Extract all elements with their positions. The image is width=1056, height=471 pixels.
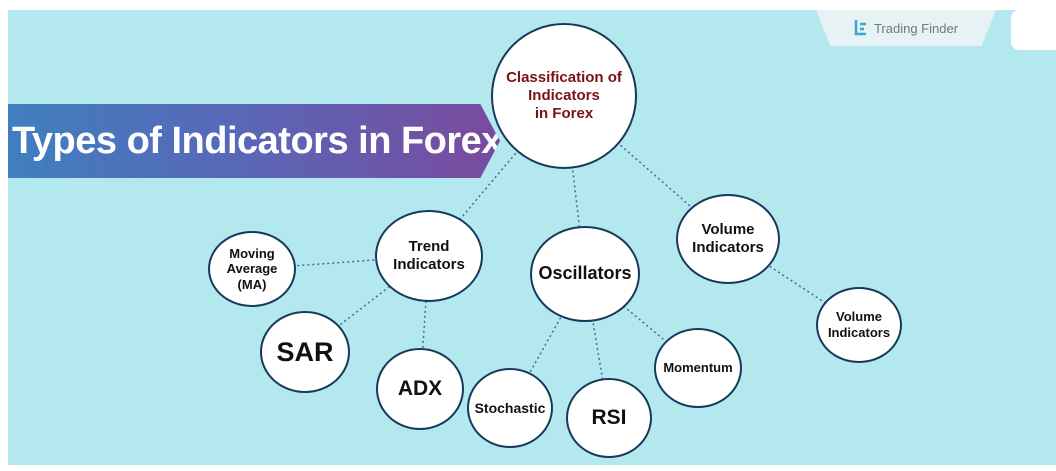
corner-panel: [1011, 10, 1056, 50]
brand-tab: Trading Finder: [816, 10, 996, 46]
node-volume-indicators: Volume Indicators: [676, 194, 780, 284]
page-title: Types of Indicators in Forex: [12, 119, 502, 162]
node-adx: ADX: [376, 348, 464, 430]
trading-finder-logo-icon: [854, 19, 868, 37]
node-momentum: Momentum: [654, 328, 742, 408]
node-root: Classification of Indicators in Forex: [491, 23, 637, 169]
brand-name: Trading Finder: [873, 20, 959, 36]
node-moving-average: Moving Average (MA): [208, 231, 296, 307]
node-stochastic: Stochastic: [467, 368, 553, 448]
node-oscillators: Oscillators: [530, 226, 640, 322]
node-trend-indicators: Trend Indicators: [375, 210, 483, 302]
diagram-canvas: Types of Indicators in Forex Trading Fin…: [8, 10, 1056, 465]
title-banner: Types of Indicators in Forex: [8, 104, 500, 178]
node-rsi: RSI: [566, 378, 652, 458]
node-sar: SAR: [260, 311, 350, 393]
node-volume-indicators-child: Volume Indicators: [816, 287, 902, 363]
